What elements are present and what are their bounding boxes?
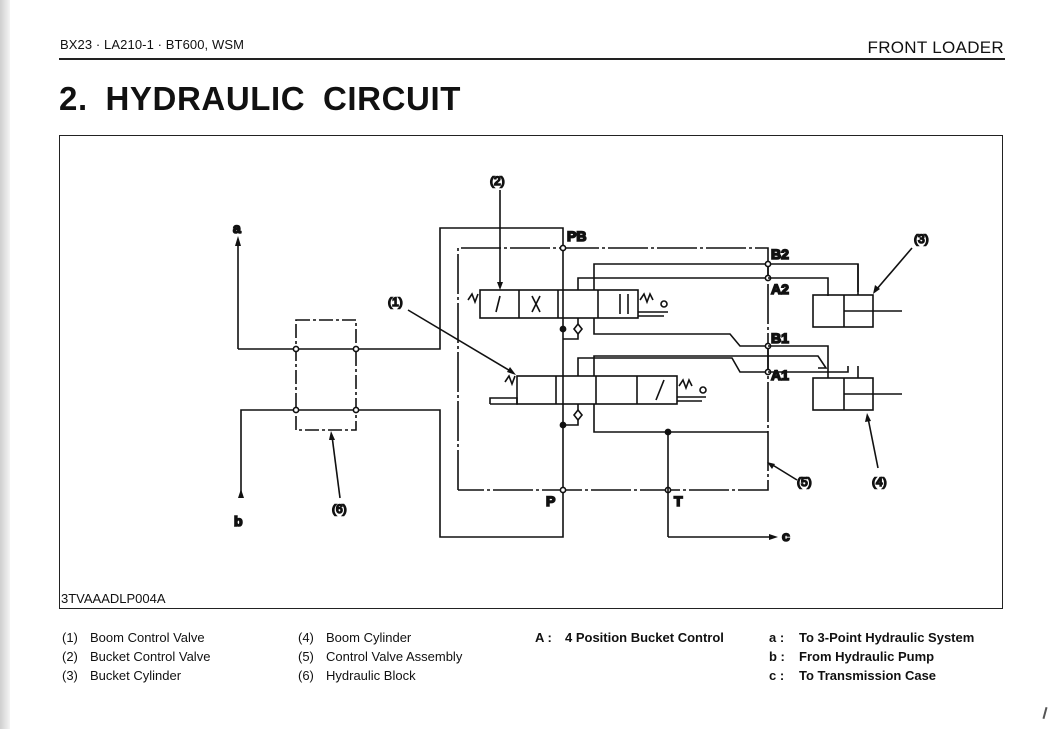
port-label-p: P bbox=[546, 493, 555, 509]
header-rule bbox=[59, 58, 1005, 60]
legend-parts-col2: (4)Boom Cylinder (5)Control Valve Assemb… bbox=[298, 628, 462, 685]
callout-4: (4) bbox=[872, 475, 887, 489]
legend-note: A :4 Position Bucket Control bbox=[535, 630, 724, 645]
bucket-cylinder bbox=[812, 264, 902, 328]
port-label-t: T bbox=[674, 493, 683, 509]
header-section-name: FRONT LOADER bbox=[867, 38, 1004, 57]
callout-5: (5) bbox=[797, 475, 812, 489]
page-gutter bbox=[0, 0, 10, 729]
legend-item: (6)Hydraulic Block bbox=[298, 668, 416, 683]
boom-cylinder bbox=[812, 366, 902, 411]
figure-frame bbox=[59, 135, 1003, 609]
legend-item: (2)Bucket Control Valve bbox=[62, 649, 211, 664]
bucket-control-valve bbox=[467, 260, 859, 347]
port-label-b: b bbox=[234, 513, 243, 529]
legend-line-item: a :To 3-Point Hydraulic System bbox=[769, 630, 975, 645]
control-valve-assembly bbox=[457, 240, 778, 540]
callout-6: (6) bbox=[332, 502, 347, 516]
port-label-b2: B2 bbox=[771, 246, 789, 262]
arrow-up-b-icon bbox=[238, 489, 244, 498]
hydraulic-block-lines bbox=[235, 227, 564, 538]
port-label-a2: A2 bbox=[771, 281, 789, 297]
callout-1: (1) bbox=[388, 295, 403, 309]
callout-leaders bbox=[329, 190, 913, 499]
legend-item: (5)Control Valve Assembly bbox=[298, 649, 463, 664]
port-label-b1: B1 bbox=[771, 330, 789, 346]
port-label-a1: A1 bbox=[771, 367, 789, 383]
legend-item: (1)Boom Control Valve bbox=[62, 630, 205, 645]
arrow-right-c-icon bbox=[769, 534, 778, 540]
page-title: 2. HYDRAULIC CIRCUIT bbox=[59, 80, 462, 117]
legend-item: (3)Bucket Cylinder bbox=[62, 668, 182, 683]
hydraulic-block-outline bbox=[295, 319, 357, 431]
legend-notes: A :4 Position Bucket Control bbox=[535, 628, 724, 647]
port-label-pb: PB bbox=[567, 228, 586, 244]
callout-3: (3) bbox=[914, 232, 929, 246]
port-label-c: c bbox=[782, 528, 790, 544]
boom-control-valve bbox=[489, 342, 849, 433]
header-model-info: BX23 · LA210-1 · BT600, WSM bbox=[60, 37, 245, 52]
legend-item: (4)Boom Cylinder bbox=[298, 630, 412, 645]
legend-line-item: c :To Transmission Case bbox=[769, 668, 937, 683]
legend-lines: a :To 3-Point Hydraulic System b :From H… bbox=[769, 628, 974, 685]
port-label-a: a bbox=[233, 220, 241, 236]
arrow-up-a-icon bbox=[235, 236, 241, 246]
legend-line-item: b :From Hydraulic Pump bbox=[769, 649, 935, 664]
legend-parts-col1: (1)Boom Control Valve (2)Bucket Control … bbox=[62, 628, 210, 685]
callout-2: (2) bbox=[490, 174, 505, 188]
figure-code: 3TVAAADLP004A bbox=[61, 591, 166, 606]
